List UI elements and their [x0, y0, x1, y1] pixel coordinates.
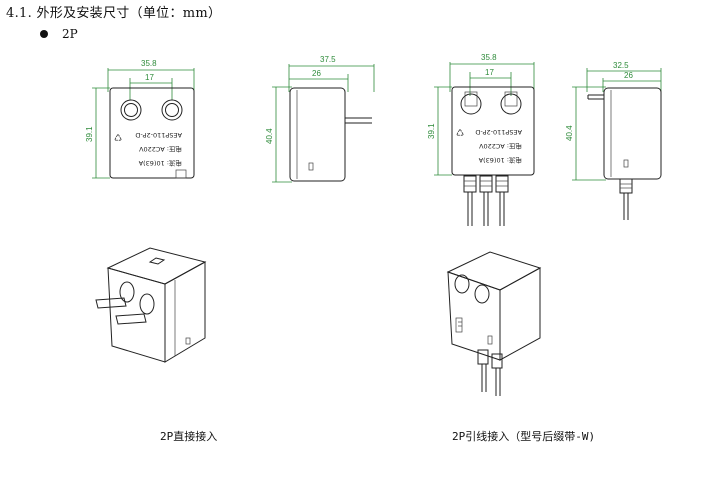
front-wire-pin-dim: 17 [485, 68, 494, 77]
front-direct-width-dim: 35.8 [141, 59, 157, 68]
front-direct-height-dim: 39.1 [85, 126, 94, 142]
front-view-wire: 35.8 17 39.1 电流: 10(63)A 电压: AC220V AESP… [427, 53, 535, 226]
front-direct-pin-dim: 17 [145, 73, 154, 82]
isometric-view-wire [446, 251, 542, 396]
side-view-wire: 32.5 26 40.4 [565, 61, 662, 220]
section-heading: 4.1. 外形及安装尺寸（单位：mm） [6, 6, 222, 21]
side-view-direct: 37.5 26 40.4 [265, 55, 375, 183]
recycle-icon: ♺ [114, 134, 122, 144]
variant-label: 2P [62, 27, 78, 41]
front-wire-label-line-2: 电压: AC220V [478, 142, 522, 151]
side-wire-width-dim: 32.5 [613, 61, 629, 70]
recycle-icon: ♺ [456, 129, 464, 139]
side-direct-height-dim: 40.4 [265, 128, 274, 144]
front-direct-label-line-1: 电流: 10(63)A [138, 159, 182, 168]
caption-wire-lead: 2P引线接入（型号后缀带-W) [452, 430, 596, 443]
side-wire-inner-dim: 26 [624, 71, 633, 80]
front-direct-label-line-3: AESP110-2P-D [135, 131, 182, 139]
side-direct-inner-dim: 26 [312, 69, 321, 78]
isometric-view-direct [95, 247, 207, 363]
side-wire-height-dim: 40.4 [565, 125, 574, 141]
front-wire-height-dim: 39.1 [427, 123, 436, 139]
front-wire-label-line-1: 电流: 10(63)A [478, 156, 522, 165]
caption-direct-plug: 2P直接接入 [160, 430, 218, 443]
variant-bullet-row: 2P [40, 27, 78, 41]
side-direct-width-dim: 37.5 [320, 55, 336, 64]
front-view-direct: 35.8 17 39.1 电流: 10(63)A 电压: AC220V AESP… [85, 59, 195, 179]
front-wire-width-dim: 35.8 [481, 53, 497, 62]
front-wire-label-line-3: AESP110-2P-D [475, 128, 522, 136]
front-direct-label-line-2: 电压: AC220V [138, 145, 182, 154]
bullet-icon [40, 30, 48, 38]
